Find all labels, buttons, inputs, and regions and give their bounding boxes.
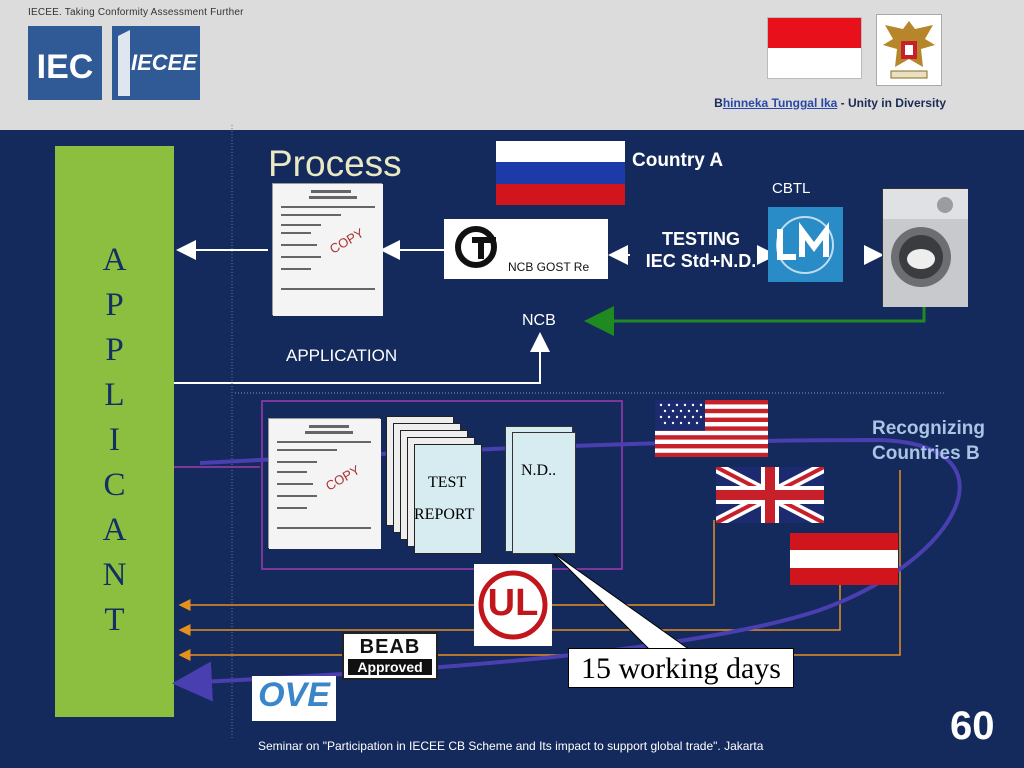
- applicant-letter: P: [105, 287, 124, 323]
- beab-bottom-text: Approved: [348, 659, 432, 675]
- applicant-letter: C: [103, 467, 126, 503]
- test-report-page: [414, 444, 482, 554]
- page-number: 60: [950, 704, 995, 748]
- motto-rest: - Unity in Diversity: [837, 96, 946, 110]
- ul-logo-text: UL: [487, 582, 539, 624]
- recognizing-countries-label: Recognizing Countries B: [872, 416, 985, 466]
- applicant-letter: I: [109, 422, 120, 458]
- washing-machine-photo: [882, 188, 968, 307]
- seminar-footer: Seminar on "Participation in IECEE CB Sc…: [258, 739, 764, 753]
- nd-label: N.D..: [521, 462, 557, 479]
- testing-line2: IEC Std+N.D.: [645, 251, 757, 271]
- certificate-copy-document: COPY: [268, 418, 381, 549]
- applicant-letter: N: [102, 557, 127, 593]
- austria-flag: [790, 533, 898, 585]
- at-orange-line: [178, 585, 841, 636]
- beab-top-text: BEAB: [359, 636, 421, 658]
- recognizing-line2: Countries B: [872, 443, 980, 464]
- gost-mark: [444, 219, 608, 279]
- application-label: APPLICATION: [286, 346, 398, 365]
- ove-logo: OVE: [252, 676, 336, 721]
- iecee-logo: IECEE: [112, 26, 200, 100]
- ove-logo-text: OVE: [258, 676, 330, 714]
- slide-header: IECEE. Taking Conformity Assessment Furt…: [0, 0, 1024, 130]
- uk-orange-line: [178, 520, 715, 611]
- iecee-logo-text: IECEE: [131, 50, 198, 75]
- iec-logo: IEC: [28, 26, 102, 100]
- indonesia-flag: [767, 17, 862, 79]
- country-a-label: Country A: [632, 150, 724, 171]
- report-label: REPORT: [414, 506, 475, 523]
- cbtl-label: CBTL: [772, 180, 811, 197]
- motto-underlined: hinneka Tunggal Ika: [722, 96, 838, 110]
- report-frame: [261, 400, 623, 570]
- applicant-letter: A: [102, 512, 127, 548]
- usa-flag: [655, 400, 768, 457]
- cm-lab-logo: [768, 207, 843, 282]
- application-arrow: [174, 332, 550, 384]
- applicant-letter: A: [102, 242, 127, 278]
- motto-first-letter: B: [714, 96, 723, 110]
- garuda-emblem: [876, 14, 942, 86]
- working-days-callout: 15 working days: [568, 648, 794, 688]
- ncb-return-arrow: [584, 306, 926, 336]
- beab-approved-logo: BEAB Approved: [342, 632, 438, 680]
- iec-logo-text: IEC: [37, 48, 94, 86]
- applicant-letter: P: [105, 332, 124, 368]
- applicant-letter: T: [104, 602, 125, 638]
- ul-logo: UL: [474, 564, 552, 646]
- applicant-letter: L: [104, 377, 125, 413]
- recognizing-line1: Recognizing: [872, 418, 985, 439]
- motto: Bhinneka Tunggal Ika - Unity in Diversit…: [714, 96, 946, 110]
- header-tagline: IECEE. Taking Conformity Assessment Furt…: [28, 7, 244, 18]
- testing-line1: TESTING: [661, 229, 740, 249]
- ncb-label: NCB: [522, 312, 556, 329]
- uk-flag: [713, 462, 827, 528]
- certificate-document: COPY: [272, 183, 383, 316]
- russia-flag: [496, 141, 625, 205]
- gost-label: NCB GOST Re: [508, 260, 590, 274]
- process-title: Process: [268, 143, 402, 184]
- nd-document: [512, 432, 576, 554]
- callout-pointer: [551, 551, 692, 651]
- testing-label: TESTING IEC Std+N.D.: [632, 228, 770, 272]
- test-label: TEST: [428, 474, 467, 491]
